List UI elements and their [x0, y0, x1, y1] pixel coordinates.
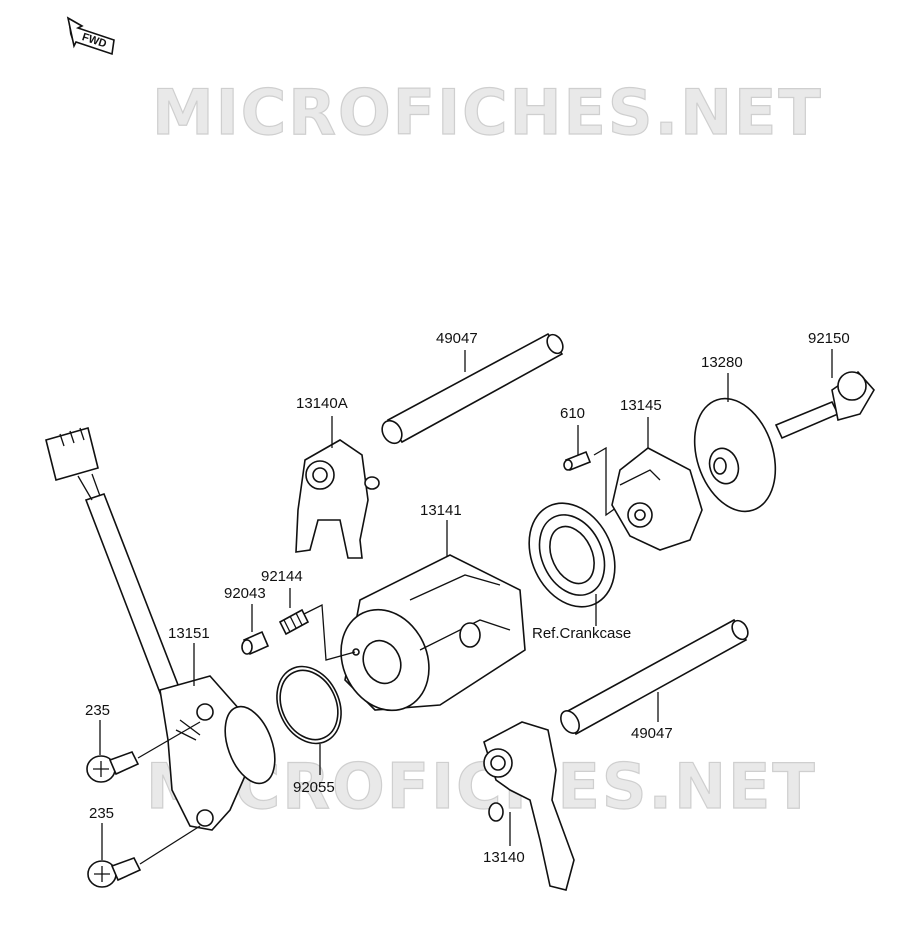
label-49047-top: 49047 — [436, 330, 478, 347]
screw-235-bottom — [87, 857, 142, 888]
pin-92043 — [241, 630, 270, 656]
shift-rod-top — [381, 332, 564, 445]
gear-sensor-13151 — [45, 427, 276, 831]
label-92055: 92055 — [293, 779, 335, 796]
label-13151: 13151 — [168, 625, 210, 642]
label-92043: 92043 — [224, 585, 266, 602]
label-235-top: 235 — [85, 702, 110, 719]
shift-drum-13141 — [340, 554, 526, 712]
watermark-top: MICROFICHES.NET — [152, 76, 823, 149]
label-13140a: 13140A — [296, 395, 348, 412]
label-13145: 13145 — [620, 397, 662, 414]
shift-fork-lower — [483, 721, 575, 891]
shift-fork-upper — [295, 439, 380, 559]
label-13280: 13280 — [701, 354, 743, 371]
fwd-arrow-icon: FWD — [66, 16, 115, 56]
shift-gear-13145 — [611, 447, 703, 551]
label-235-bottom: 235 — [89, 805, 114, 822]
label-92150: 92150 — [808, 330, 850, 347]
pin-610 — [563, 450, 592, 472]
label-610: 610 — [560, 405, 585, 422]
label-49047-bottom: 49047 — [631, 725, 673, 742]
label-92144: 92144 — [261, 568, 303, 585]
label-ref-crankcase: Ref.Crankcase — [532, 625, 631, 642]
bolt-92150 — [774, 370, 875, 440]
bearing — [528, 502, 616, 608]
spring-92144 — [278, 608, 310, 636]
label-13141: 13141 — [420, 502, 462, 519]
label-13140: 13140 — [483, 849, 525, 866]
screw-235-top — [86, 751, 140, 783]
plate-13280 — [693, 397, 777, 513]
shift-rod-bottom — [560, 618, 749, 736]
